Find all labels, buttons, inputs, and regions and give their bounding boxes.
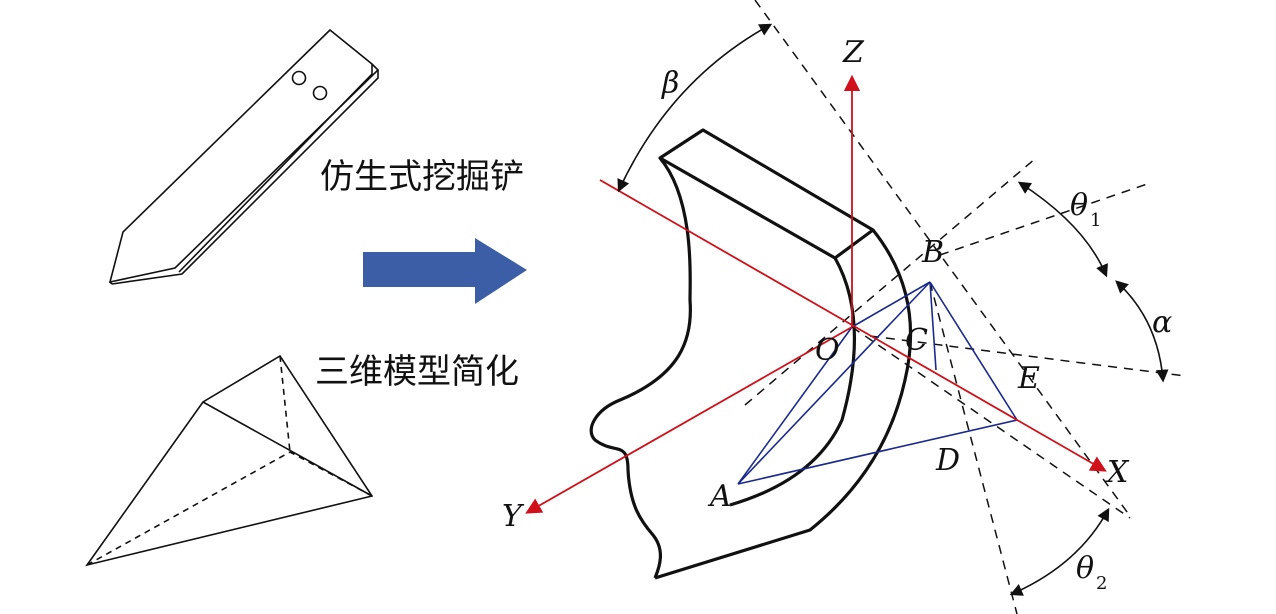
point-label-e: E xyxy=(1017,361,1040,396)
angle-label-theta2: θ 2 xyxy=(1076,551,1107,594)
tetrahedron-abde xyxy=(737,281,1018,485)
axis-label-y: Y xyxy=(502,499,525,534)
svg-text:1: 1 xyxy=(1090,210,1101,231)
shovel-sketch xyxy=(108,28,380,285)
point-label-b: B xyxy=(921,235,944,270)
caption-bionic-shovel: 仿生式挖掘铲 xyxy=(320,157,524,197)
transform-arrow-icon xyxy=(363,238,527,304)
construction-lines xyxy=(744,0,1186,614)
simplified-tetrahedron xyxy=(85,354,374,567)
point-label-a: A xyxy=(707,479,732,514)
angle-label-alpha: α xyxy=(1152,305,1172,340)
point-label-o: O xyxy=(815,333,840,368)
svg-text:2: 2 xyxy=(1096,573,1107,594)
angle-label-theta1: θ 1 xyxy=(1070,188,1101,231)
point-label-d: D xyxy=(935,443,960,478)
caption-model-simplification: 三维模型简化 xyxy=(315,352,519,392)
point-label-c: C xyxy=(905,323,928,358)
angle-arcs xyxy=(617,23,1169,596)
svg-text:θ: θ xyxy=(1076,551,1094,586)
angle-label-beta: β xyxy=(661,66,679,101)
axis-label-x: X xyxy=(1105,455,1130,490)
coordinate-axes xyxy=(525,74,1107,514)
svg-text:θ: θ xyxy=(1070,188,1088,223)
axis-label-z: Z xyxy=(842,35,865,70)
